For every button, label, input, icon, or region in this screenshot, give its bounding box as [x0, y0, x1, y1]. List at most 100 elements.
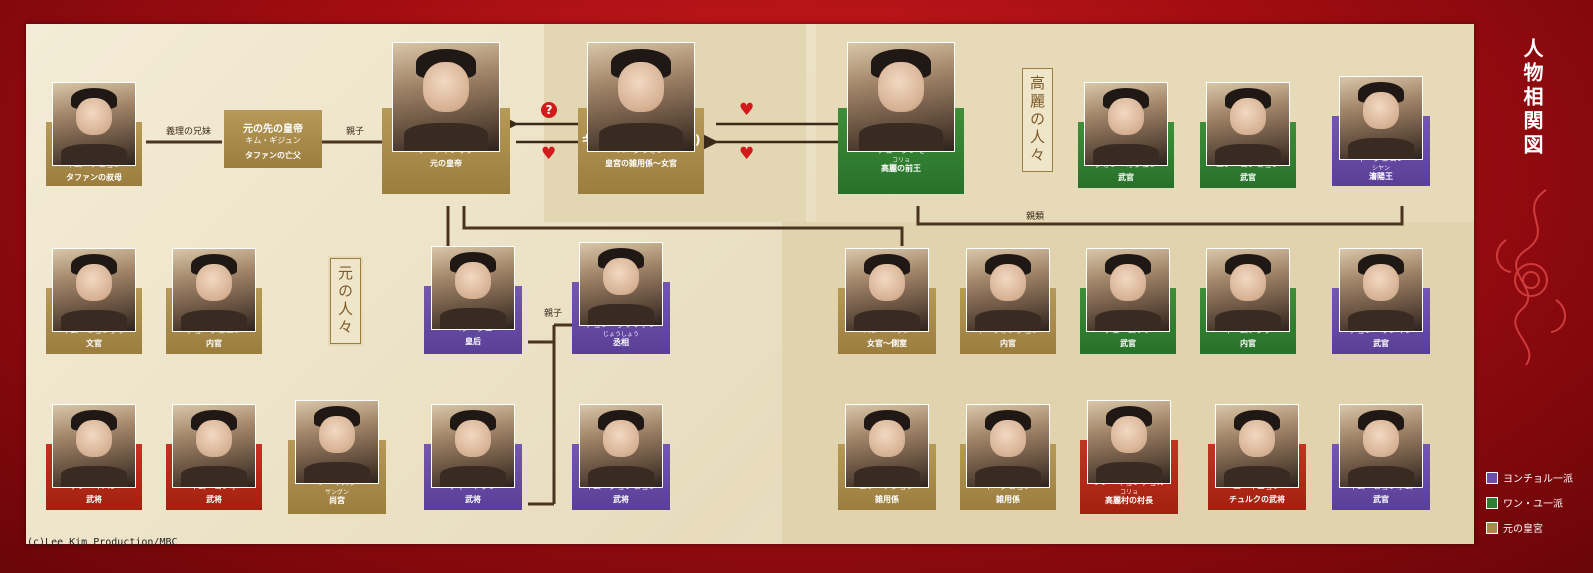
former-emperor-name: 元の先の皇帝	[243, 124, 303, 135]
character-card-koruta: コルタチョ・ジェユン内官	[166, 248, 262, 354]
floral-ornament-icon	[1496, 189, 1566, 366]
legend-label: 元の皇宮	[1503, 524, 1543, 535]
character-card-wango: ワン・ゴイ・ジェヨンシヤン瀋陽王	[1332, 76, 1430, 186]
role-ruby: シヤン	[1371, 165, 1390, 172]
copyright-credit: (c)Lee Kim Production/MBC	[27, 537, 178, 548]
portrait-photo	[431, 404, 515, 488]
heart-icon: ♥	[739, 100, 755, 120]
portrait-photo	[845, 248, 929, 332]
character-role: 丞相	[613, 338, 629, 347]
character-card-sokyu: ソ尚宮ソ・イスクサングン尚宮	[288, 400, 386, 514]
character-role: 雑用係	[996, 495, 1020, 504]
portrait-photo	[579, 404, 663, 488]
portrait-photo	[1206, 82, 1290, 166]
character-card-began: ベガンキム・ヨンホ武将	[166, 404, 262, 510]
character-card-tafan: タファンチ・チャンウク元の皇帝	[382, 42, 510, 194]
portrait-photo	[52, 82, 136, 166]
character-card-chochamu: チョチャムキム・ヒョンボム武官	[1332, 404, 1430, 510]
character-role: 武将	[206, 495, 222, 504]
portrait-photo	[1086, 248, 1170, 332]
character-role: タファンの叔母	[66, 173, 122, 182]
role-ruby: サングン	[324, 489, 349, 496]
portrait-photo	[52, 248, 136, 332]
character-card-wanyu: ワン・ユチュ・ジンモコリョ高麗の前王	[838, 42, 964, 194]
character-card-chonbagi: チョンバギユン・ヨンヒョン武官	[1200, 82, 1296, 188]
portrait-photo	[845, 404, 929, 488]
legend-swatch	[1486, 471, 1498, 484]
character-card-yonchoru: ヨンチョルチョン・グクファンじょうしょう丞相	[572, 242, 670, 354]
character-role: 雑用係	[875, 495, 899, 504]
character-card-tarutaru: タルタルチン・イハン武将	[46, 404, 142, 510]
character-card-hondan: ホンダンイ・ジヒョン雑用係	[960, 404, 1056, 510]
legend-swatch	[1486, 521, 1498, 534]
character-role: 武将	[613, 495, 629, 504]
line-wanyu-to-wango	[916, 206, 1404, 226]
portrait-photo	[1339, 404, 1423, 488]
character-card-tokuman: トクマンイ・ウォンジョン内官	[960, 248, 1056, 354]
character-card-makusen: マクセンソン・ギョンチョルコリョ高麗村の村長	[1080, 400, 1178, 514]
label-parent-child-1: 親子	[346, 127, 365, 137]
character-card-tanashiri: タナシルリペク・ジニ皇后	[424, 246, 522, 354]
portrait-photo	[847, 42, 955, 152]
page-title: 人物相関図	[1520, 38, 1544, 158]
character-card-pakuburufa: パク・ブルファチェ・ムソン武官	[1080, 248, 1176, 354]
character-card-yonfa: ヨンファユン・アジョン雑用係	[838, 404, 936, 510]
character-card-tangise: タンギセキム・ジョンヒョン武将	[572, 404, 670, 510]
character-role: 文官	[86, 339, 102, 348]
portrait-photo	[1339, 248, 1423, 332]
character-role: 内官	[1240, 339, 1256, 348]
character-card-kotaigo: 皇太后キム・ソヒョンタファンの叔母	[46, 82, 142, 186]
portrait-photo	[1206, 248, 1290, 332]
portrait-photo	[52, 404, 136, 488]
line-tafan-to-pakuojin	[462, 206, 904, 246]
former-emperor-box: 元の先の皇帝 キム・ギジュン タファンの亡父	[224, 110, 322, 168]
label-parent-child-2: 親子	[544, 309, 563, 319]
character-role: 瀋陽王	[1369, 172, 1393, 181]
character-role: 高麗の前王	[881, 164, 921, 173]
role-ruby: コリョ	[891, 157, 910, 164]
portrait-photo	[1339, 76, 1423, 160]
character-role: 武官	[1118, 173, 1134, 182]
character-role: 尚宮	[329, 496, 345, 505]
character-role: チュルクの武将	[1229, 495, 1285, 504]
character-role: 高麗村の村長	[1105, 496, 1153, 505]
portrait-photo	[1084, 82, 1168, 166]
heart-icon: ♥	[739, 144, 755, 164]
character-card-panshinu: パン・シヌイ・ムンシク内官	[1200, 248, 1296, 354]
role-ruby: コリョ	[1119, 489, 1138, 496]
portrait-photo	[172, 248, 256, 332]
heart-icon: ♥	[541, 144, 557, 164]
legend-label: ヨンチョル一派	[1503, 474, 1573, 485]
character-role: 武官	[1120, 339, 1136, 348]
label-adopted-siblings: 義理の兄妹	[166, 127, 212, 137]
character-card-tapujahe: タプジャヘチャ・ドジン武将	[424, 404, 522, 510]
character-role: 武官	[1373, 495, 1389, 504]
character-role: 皇宮の雑用係～女官	[605, 159, 677, 168]
role-ruby: じょうしょう	[602, 331, 639, 338]
portrait-photo	[587, 42, 695, 152]
character-card-yomubyonsu: ヨム・ビョンスチョン・ウンイン武官	[1332, 248, 1430, 354]
character-role: 武将	[86, 495, 102, 504]
character-role: 武官	[1240, 173, 1256, 182]
section-title-goryeo: 高麗の人々	[1020, 66, 1055, 174]
legend-item: 元の皇宮	[1486, 520, 1543, 535]
character-role: 内官	[1000, 339, 1016, 348]
character-card-pakuojin: パク・オジンハン・ヘリン女官～側室	[838, 248, 936, 354]
question-mark-icon: ?	[541, 102, 557, 118]
character-role: 元の皇帝	[430, 159, 462, 168]
legend-item: ヨンチョル一派	[1486, 470, 1573, 485]
label-relatives: 親類	[1026, 212, 1045, 222]
character-role: 武将	[465, 495, 481, 504]
legend-label: ワン・ユ一派	[1503, 499, 1563, 510]
character-card-chansunion: チャン・スニョンキム・ミョングク文官	[46, 248, 142, 354]
portrait-photo	[1215, 404, 1299, 488]
portrait-photo	[1087, 400, 1171, 484]
character-card-kiyan: キ・ヤン(スンニャン)ハ・ジウォン皇宮の雑用係～女官	[578, 42, 704, 194]
portrait-photo	[172, 404, 256, 488]
former-emperor-actor: キム・ギジュン	[245, 136, 301, 145]
portrait-photo	[431, 246, 515, 330]
character-role: 内官	[206, 339, 222, 348]
portrait-photo	[966, 248, 1050, 332]
